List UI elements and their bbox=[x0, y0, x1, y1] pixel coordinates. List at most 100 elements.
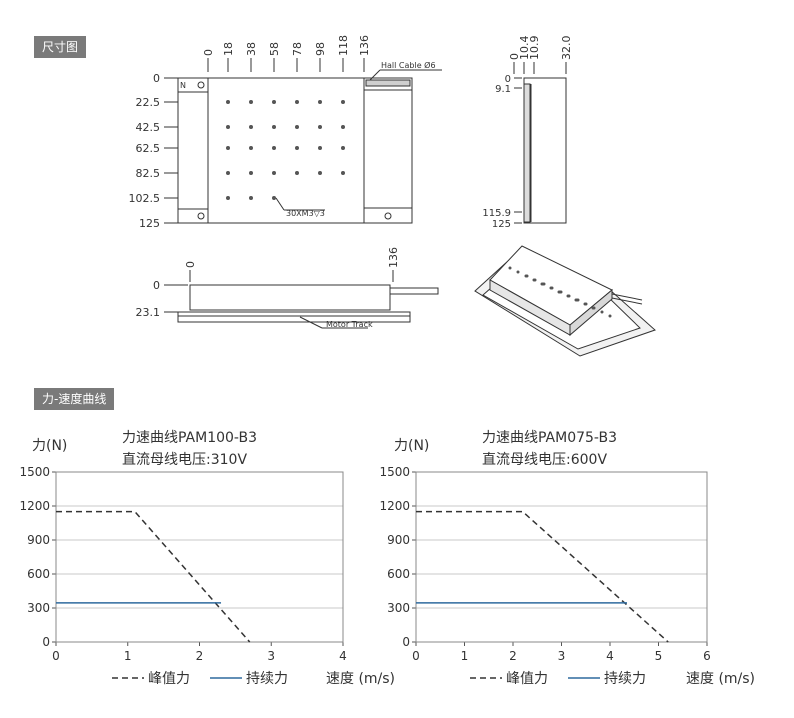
mounting-hole bbox=[226, 125, 230, 129]
top-x-tick-label: 58 bbox=[268, 42, 281, 56]
isometric-hole bbox=[608, 314, 612, 318]
x-tick-label: 3 bbox=[558, 649, 566, 663]
top-y-tick-label: 0 bbox=[153, 72, 160, 85]
mounting-hole bbox=[249, 146, 253, 150]
front-view-track bbox=[177, 311, 411, 323]
x-tick-label: 4 bbox=[339, 649, 347, 663]
y-tick-label: 900 bbox=[27, 533, 50, 547]
y-tick-label: 900 bbox=[387, 533, 410, 547]
side-y-tick-label: 125 bbox=[492, 219, 511, 230]
mounting-hole bbox=[318, 125, 322, 129]
top-y-tick-label: 102.5 bbox=[129, 192, 161, 205]
mounting-hole bbox=[295, 125, 299, 129]
top-y-tick-label: 125 bbox=[139, 217, 160, 230]
y-tick-label: 1200 bbox=[379, 499, 410, 513]
top-y-tick-label: 82.5 bbox=[136, 167, 161, 180]
top-x-tick-label: 136 bbox=[358, 35, 371, 56]
front-view-cable bbox=[389, 287, 439, 295]
chart-subtitle: 直流母线电压:600V bbox=[482, 451, 607, 468]
y-tick-label: 300 bbox=[27, 601, 50, 615]
isometric-hole bbox=[574, 298, 578, 302]
legend-label: 峰值力 bbox=[506, 671, 548, 687]
side-x-tick-label: 32.0 bbox=[560, 36, 573, 61]
chart-subtitle: 直流母线电压:310V bbox=[122, 451, 247, 468]
x-tick-label: 0 bbox=[412, 649, 420, 663]
mounting-hole bbox=[341, 125, 345, 129]
chart-title: 力速曲线PAM075-B3 bbox=[482, 430, 617, 446]
plot-frame bbox=[55, 471, 344, 643]
side-x-tick-label: 10.4 bbox=[518, 36, 531, 61]
front-x-tick-label: 136 bbox=[387, 247, 400, 268]
isometric-hole bbox=[566, 294, 570, 298]
front-x-tick-label: 0 bbox=[184, 261, 197, 268]
hole-callout: 30XM3▽3 bbox=[286, 209, 325, 218]
plot-frame bbox=[415, 471, 708, 643]
side-x-tick-label: 10.9 bbox=[528, 36, 541, 61]
mounting-hole bbox=[249, 125, 253, 129]
y-tick-label: 1500 bbox=[19, 465, 50, 479]
y-tick-label: 600 bbox=[27, 567, 50, 581]
isometric-hole bbox=[540, 282, 544, 286]
front-y-tick-label: 23.1 bbox=[136, 306, 161, 319]
mounting-hole bbox=[295, 100, 299, 104]
mounting-hole bbox=[295, 171, 299, 175]
legend-label: 持续力 bbox=[246, 670, 288, 687]
mounting-hole bbox=[318, 100, 322, 104]
mounting-hole bbox=[249, 171, 253, 175]
isometric-hole bbox=[532, 278, 536, 282]
x-tick-label: 1 bbox=[124, 649, 132, 663]
mounting-hole bbox=[318, 171, 322, 175]
x-tick-label: 5 bbox=[655, 649, 663, 663]
north-mark: N bbox=[180, 81, 186, 90]
mounting-hole bbox=[341, 146, 345, 150]
y-tick-label: 1500 bbox=[379, 465, 410, 479]
x-tick-label: 4 bbox=[606, 649, 614, 663]
force-speed-chart-2: 力速曲线PAM075-B3直流母线电压:600V力(N)030060090012… bbox=[379, 430, 755, 687]
top-x-tick-label: 38 bbox=[245, 42, 258, 56]
mounting-hole bbox=[272, 146, 276, 150]
mounting-hole bbox=[295, 146, 299, 150]
y-tick-label: 300 bbox=[387, 601, 410, 615]
mounting-hole bbox=[318, 146, 322, 150]
y-tick-label: 0 bbox=[42, 635, 50, 649]
top-x-tick-label: 78 bbox=[291, 42, 304, 56]
top-x-tick-label: 118 bbox=[337, 35, 350, 56]
mounting-hole bbox=[341, 100, 345, 104]
mounting-hole bbox=[272, 196, 276, 200]
x-tick-label: 3 bbox=[267, 649, 275, 663]
chart-title: 力速曲线PAM100-B3 bbox=[122, 430, 257, 446]
x-tick-label: 2 bbox=[509, 649, 517, 663]
y-axis-label: 力(N) bbox=[32, 438, 67, 454]
isometric-hole bbox=[600, 310, 604, 314]
mounting-hole bbox=[226, 196, 230, 200]
motor-track-label: Motor Track bbox=[326, 320, 373, 329]
side-x-tick-label: 0 bbox=[508, 53, 521, 60]
x-tick-label: 6 bbox=[703, 649, 711, 663]
isometric-view bbox=[474, 245, 656, 357]
hall-cable-label: Hall Cable Ø6 bbox=[381, 60, 436, 70]
isometric-hole bbox=[516, 270, 520, 274]
top-x-tick-label: 18 bbox=[222, 42, 235, 56]
isometric-hole bbox=[508, 266, 512, 270]
y-axis-label: 力(N) bbox=[394, 438, 429, 454]
y-tick-label: 1200 bbox=[19, 499, 50, 513]
mounting-hole bbox=[341, 171, 345, 175]
mounting-hole bbox=[272, 100, 276, 104]
x-tick-label: 2 bbox=[196, 649, 204, 663]
mounting-hole bbox=[226, 100, 230, 104]
side-y-tick-label: 0 bbox=[505, 74, 511, 85]
isometric-hole bbox=[591, 306, 595, 310]
side-y-tick-label: 115.9 bbox=[482, 208, 511, 219]
isometric-hole bbox=[557, 290, 561, 294]
isometric-hole bbox=[524, 274, 528, 278]
x-axis-label: 速度 (m/s) bbox=[326, 671, 395, 687]
mounting-hole bbox=[226, 146, 230, 150]
force-speed-chart-1: 力速曲线PAM100-B3直流母线电压:310V力(N)030060090012… bbox=[19, 430, 395, 687]
isometric-hole bbox=[549, 286, 553, 290]
mounting-hole bbox=[249, 100, 253, 104]
force-speed-section-label: 力-速度曲线 bbox=[34, 388, 115, 410]
